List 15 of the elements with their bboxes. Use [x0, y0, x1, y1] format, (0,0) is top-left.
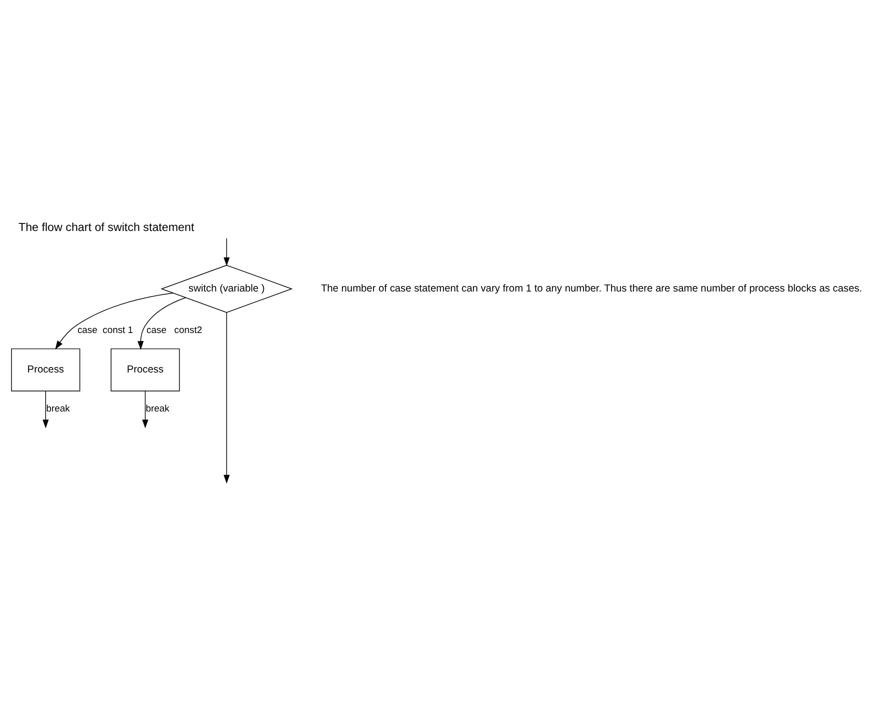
arrow — [224, 238, 230, 266]
arrow — [55, 292, 174, 350]
node-box: Process — [110, 348, 180, 392]
arrow — [42, 390, 49, 428]
arrow — [224, 312, 230, 484]
diagram-title: The flow chart of switch statement — [18, 221, 194, 234]
edge-label: case const2 — [146, 325, 202, 336]
arrow — [142, 390, 148, 428]
edge-label: break — [46, 404, 70, 415]
edge-label: case const 1 — [77, 325, 134, 336]
edge-label: break — [146, 404, 170, 415]
label: The number of case statement can vary from 1 to any number. Thus there are same number of process blocks as cases. — [320, 284, 862, 295]
arrow — [138, 297, 186, 350]
node-diamond: switch (variable ) — [160, 264, 293, 313]
node-box: Process — [11, 348, 80, 392]
